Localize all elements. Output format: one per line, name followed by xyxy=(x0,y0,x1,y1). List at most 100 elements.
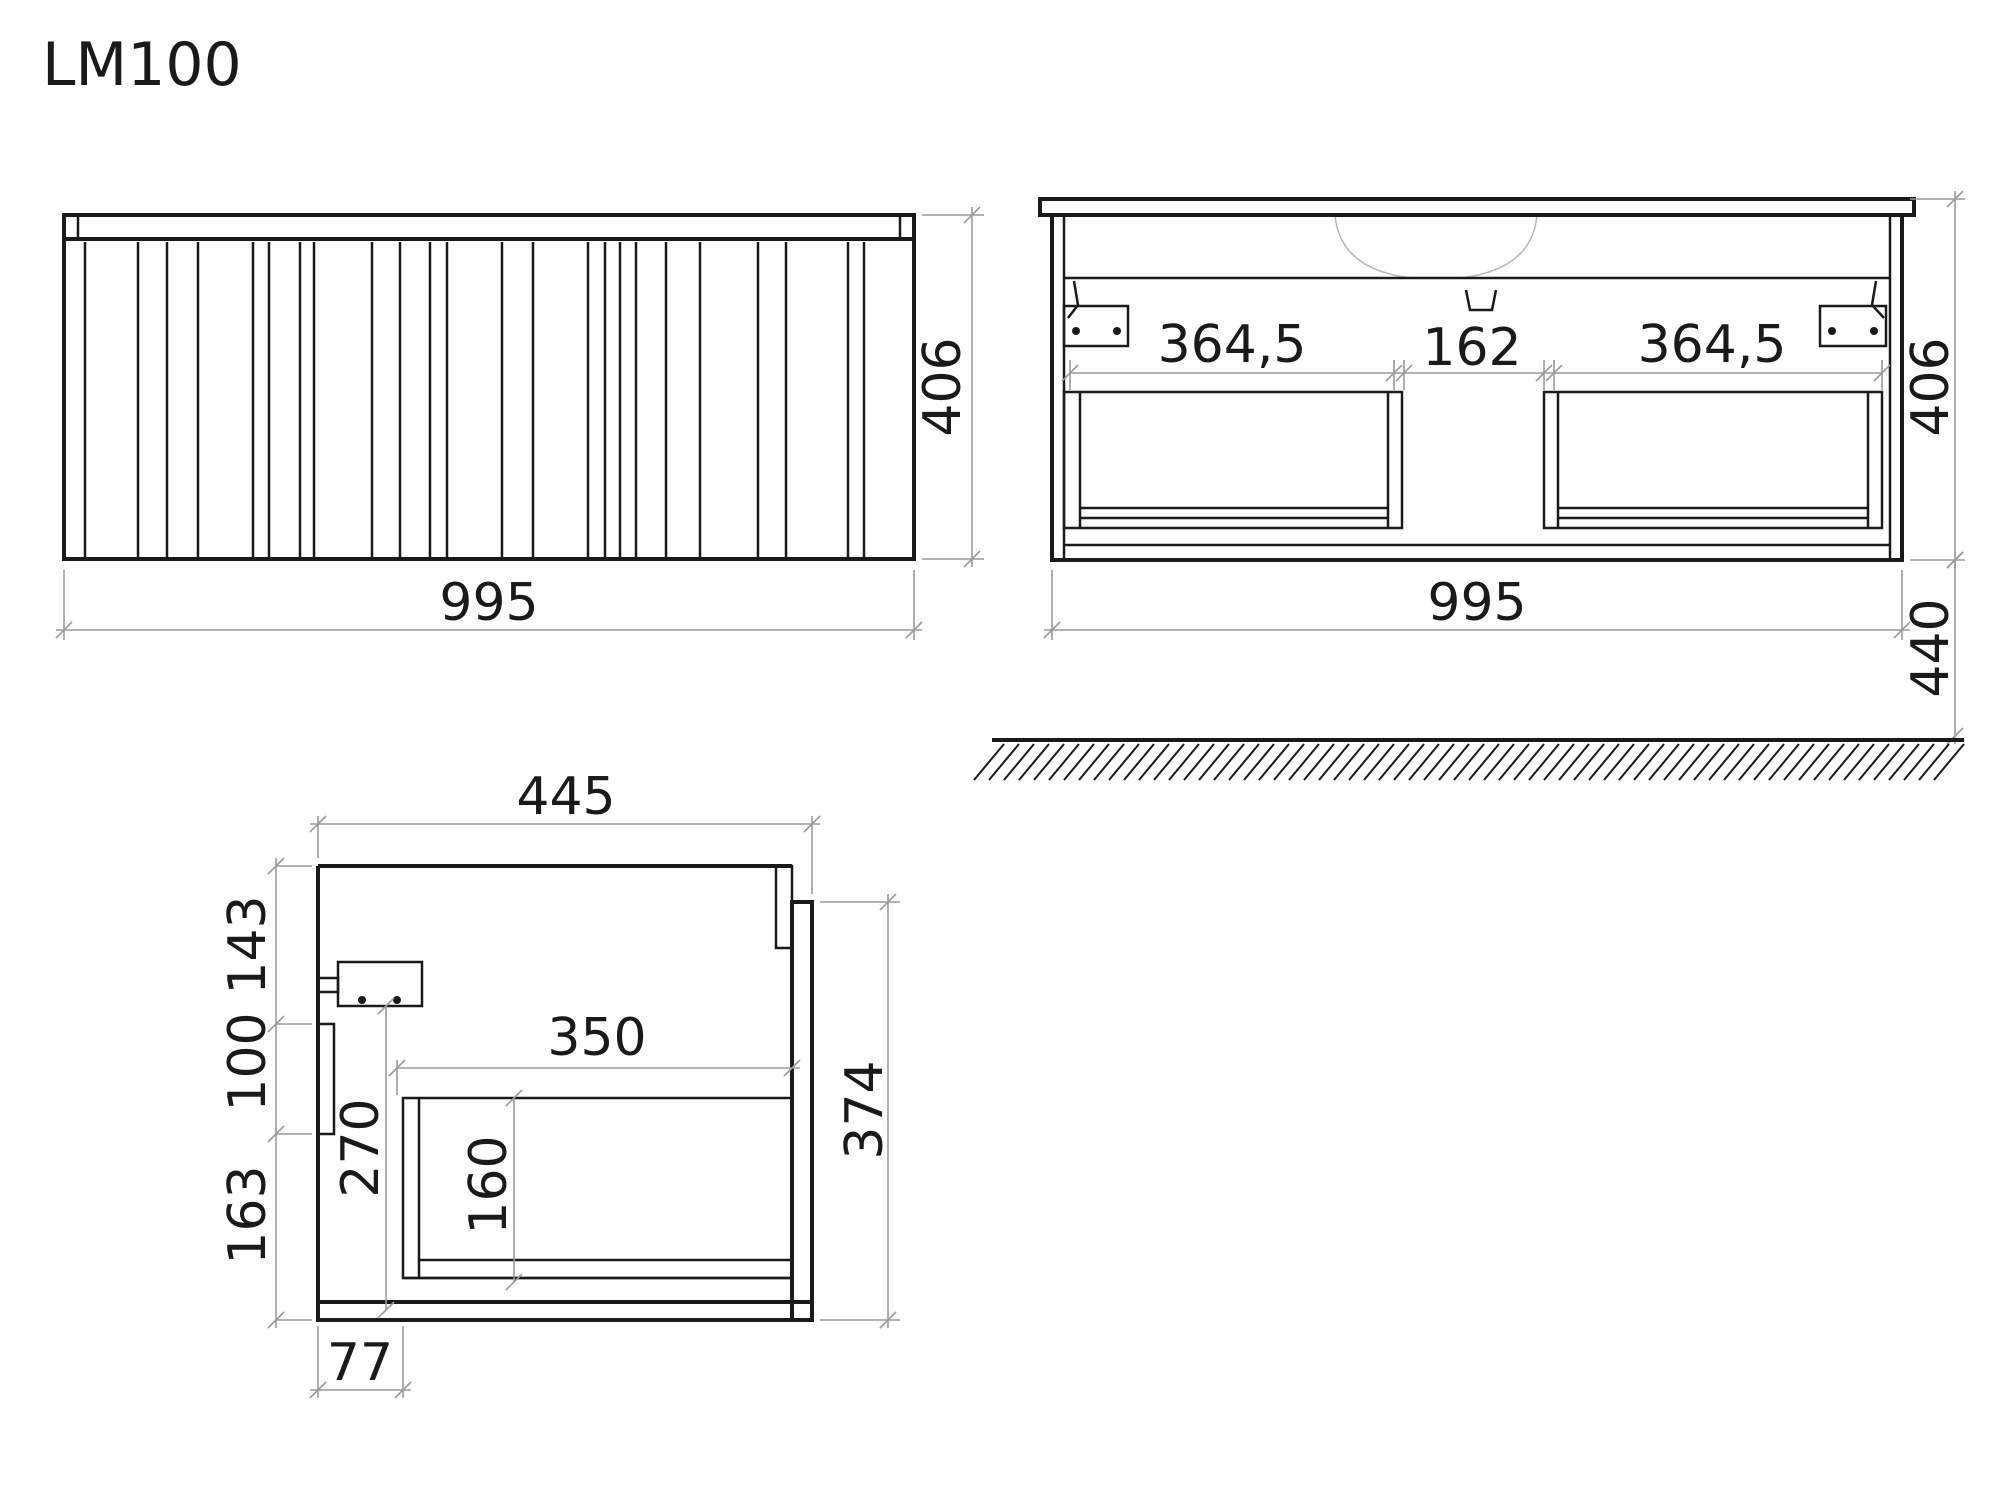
hatch-line xyxy=(1123,743,1155,781)
hatch-line xyxy=(1243,743,1275,781)
hatch-line xyxy=(1528,743,1560,781)
hatch-line xyxy=(1858,743,1890,781)
hatch-line xyxy=(1363,743,1395,781)
hatch-line xyxy=(1303,743,1335,781)
side-front-notch xyxy=(774,864,794,950)
back-height-label: 406 xyxy=(1901,337,1961,436)
back-view: 364,5 162 364,5 995 406 440 xyxy=(973,190,1965,781)
hatch-line xyxy=(1768,743,1800,781)
hatch-line xyxy=(1753,743,1785,781)
front-height-dimension xyxy=(922,206,984,568)
back-drawer-left xyxy=(1062,390,1404,530)
hatch-line xyxy=(1783,743,1815,781)
hatch-line xyxy=(1828,743,1860,781)
side-lower-offset-label: 163 xyxy=(218,1165,278,1264)
hatch-line xyxy=(1483,743,1515,781)
hatch-line xyxy=(1063,743,1095,781)
hatch-line xyxy=(1378,743,1410,781)
side-front-height-dimension xyxy=(820,893,900,1329)
hatch-line xyxy=(1408,743,1440,781)
side-depth-dimension xyxy=(309,815,821,894)
hatch-line xyxy=(1048,743,1080,781)
hatch-line xyxy=(1693,743,1725,781)
hatch-line xyxy=(1078,743,1110,781)
back-top-slab xyxy=(1038,197,1916,217)
side-front-height-label: 374 xyxy=(835,1060,895,1159)
side-depth-label: 445 xyxy=(516,767,615,827)
front-width-dimension xyxy=(55,570,923,640)
hatch-line xyxy=(1003,743,1035,781)
front-fluted-lines xyxy=(83,242,866,559)
back-bracket-right xyxy=(1818,280,1888,348)
hatch-line xyxy=(1723,743,1755,781)
hatch-line xyxy=(1438,743,1470,781)
hatch-line xyxy=(1033,743,1065,781)
back-mount-height-label: 440 xyxy=(1901,598,1961,697)
back-drawer-right xyxy=(1542,390,1884,530)
hatch-line xyxy=(1183,743,1215,781)
hatch-line xyxy=(1498,743,1530,781)
side-front-panel xyxy=(790,900,814,1322)
side-drawer xyxy=(401,1096,794,1280)
back-basin-outline xyxy=(1334,214,1538,279)
hatch-line xyxy=(1153,743,1185,781)
hatch-line xyxy=(1423,743,1455,781)
hatch-line xyxy=(1228,743,1260,781)
hatch-line xyxy=(1603,743,1635,781)
hatch-line xyxy=(1513,743,1545,781)
hatch-line xyxy=(1468,743,1500,781)
hatch-line xyxy=(1588,743,1620,781)
hatch-line xyxy=(1708,743,1740,781)
hatch-line xyxy=(1288,743,1320,781)
model-title: LM100 xyxy=(42,30,242,100)
back-center-spacing-label: 162 xyxy=(1422,318,1521,378)
hatch-line xyxy=(1843,743,1875,781)
back-right-spacing-label: 364,5 xyxy=(1638,315,1787,375)
hatch-line xyxy=(973,743,1005,781)
hatch-line xyxy=(1738,743,1770,781)
hatch-line xyxy=(1618,743,1650,781)
hatch-line xyxy=(1873,743,1905,781)
hatch-line xyxy=(1393,743,1425,781)
hatch-line xyxy=(1273,743,1305,781)
side-wall-bracket xyxy=(316,960,424,1008)
back-bracket-left xyxy=(1062,280,1130,348)
hatch-line xyxy=(988,743,1020,781)
hatch-line xyxy=(1798,743,1830,781)
front-body xyxy=(62,237,916,561)
side-inner-depth-dimension xyxy=(388,1059,801,1095)
hatch-line xyxy=(1213,743,1245,781)
floor-hatch xyxy=(973,738,1965,781)
hatch-line xyxy=(1558,743,1590,781)
hatch-line xyxy=(1453,743,1485,781)
hatch-line xyxy=(1108,743,1140,781)
hatch-line xyxy=(1903,743,1935,781)
hatch-line xyxy=(1348,743,1380,781)
side-rail xyxy=(316,1022,336,1136)
back-width-label: 995 xyxy=(1427,573,1526,633)
hatch-line xyxy=(1198,743,1230,781)
hatch-line xyxy=(1258,743,1290,781)
side-view: 445 350 374 14 xyxy=(218,767,900,1399)
hatch-line xyxy=(1648,743,1680,781)
side-drawer-height-dimension xyxy=(505,1089,523,1291)
hatch-line xyxy=(1543,743,1575,781)
hatch-line xyxy=(1573,743,1605,781)
side-rear-offset-label: 77 xyxy=(327,1333,393,1393)
side-hanger-height-label: 270 xyxy=(331,1098,391,1197)
side-inner-depth-label: 350 xyxy=(547,1008,646,1068)
hatch-line xyxy=(1333,743,1365,781)
hatch-line xyxy=(1093,743,1125,781)
back-body xyxy=(1050,213,1904,562)
front-view: 995 406 xyxy=(55,206,984,640)
back-width-dimension xyxy=(1043,570,1911,640)
front-top-slab xyxy=(62,213,916,241)
hatch-line xyxy=(1888,743,1920,781)
back-left-spacing-label: 364,5 xyxy=(1158,315,1307,375)
hatch-line xyxy=(1168,743,1200,781)
hatch-line xyxy=(1678,743,1710,781)
front-width-label: 995 xyxy=(439,573,538,633)
back-drain xyxy=(1464,289,1498,312)
side-upper-offset-label: 143 xyxy=(218,895,278,994)
side-hanger-height-dimension xyxy=(377,997,395,1319)
